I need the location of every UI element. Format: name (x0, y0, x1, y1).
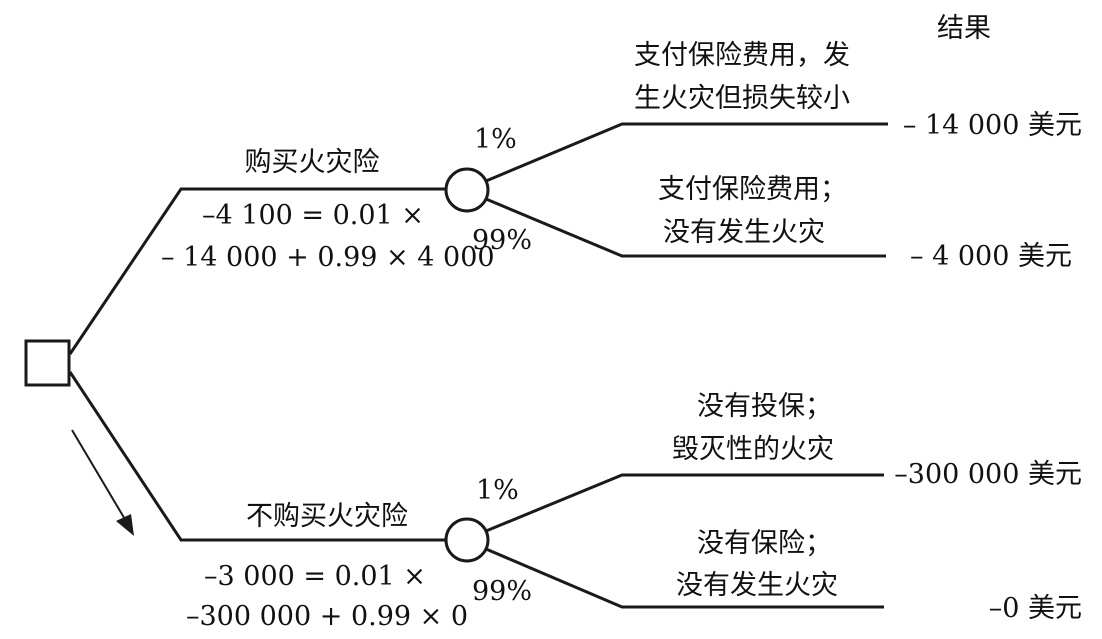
branch-line-no-buy (68, 371, 447, 542)
branch-line-no-buy-fire (485, 473, 884, 533)
outcome-no-buy-no-fire-line1: 没有保险； (697, 528, 832, 559)
branch-line-buy (68, 187, 447, 355)
branch-label-buy: 购买火灾险 (244, 147, 380, 178)
branch-line-buy-no-fire (485, 197, 886, 258)
calc-no-buy-line2: –300 000 + 0.99 × 0 (186, 601, 469, 632)
result-no-buy-fire: –300 000 美元 (894, 459, 1082, 490)
recommendation-arrow (71, 429, 127, 522)
chance-node-no-buy (444, 517, 490, 563)
outcome-buy-no-fire-line1: 支付保险费用； (658, 174, 847, 205)
outcome-buy-no-fire-line2: 没有发生火灾 (663, 217, 825, 248)
outcome-buy-fire-line1: 支付保险费用，发 (634, 40, 850, 71)
branch-line-buy-fire (485, 122, 888, 183)
prob-no-buy-fire: 1% (476, 475, 519, 506)
outcome-no-buy-no-fire-line2: 没有发生火灾 (676, 570, 838, 601)
result-no-buy-no-fire: –0 美元 (988, 593, 1082, 624)
decision-node (24, 339, 71, 387)
outcome-no-buy-fire-line1: 没有投保； (697, 391, 832, 422)
branch-label-no-buy: 不购买火灾险 (246, 501, 408, 532)
calc-buy-line2: – 14 000 + 0.99 × 4 000 (161, 242, 495, 273)
result-buy-no-fire: – 4 000 美元 (910, 241, 1072, 272)
prob-buy-no-fire: 99% (472, 225, 533, 256)
calc-no-buy-line1: –3 000 = 0.01 × (204, 561, 426, 592)
calc-buy-line1: –4 100 = 0.01 × (202, 200, 424, 231)
chance-node-buy (444, 167, 490, 213)
outcome-buy-fire-line2: 生火灾但损失较小 (634, 83, 850, 114)
result-header: 结果 (937, 13, 991, 44)
recommendation-arrowhead (116, 514, 134, 536)
branch-line-no-buy-no-fire (485, 547, 884, 609)
outcome-no-buy-fire-line2: 毁灭性的火灾 (672, 434, 834, 465)
prob-buy-fire: 1% (474, 124, 517, 155)
prob-no-buy-no-fire: 99% (472, 576, 533, 607)
result-buy-fire: – 14 000 美元 (902, 110, 1082, 141)
